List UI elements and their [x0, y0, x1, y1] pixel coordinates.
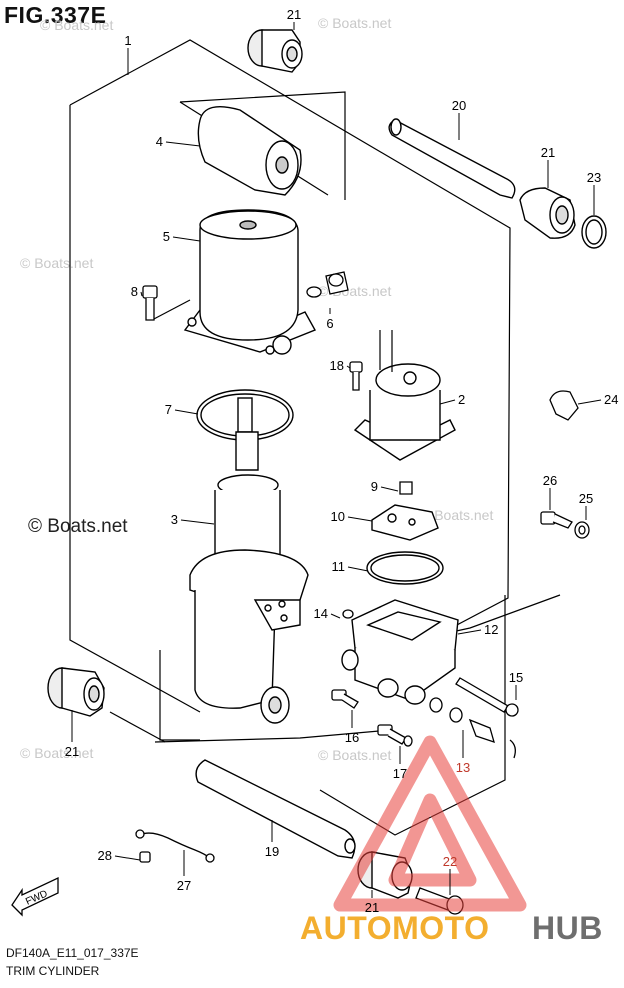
callout-leader-5 [172, 236, 201, 242]
callout-number-24: 24 [604, 392, 618, 407]
bolt-16 [331, 689, 359, 709]
callout-leader-11 [347, 566, 369, 572]
valve-body-12 [341, 599, 459, 705]
screw-28 [139, 851, 151, 863]
bushing-21-top [247, 29, 303, 73]
callout-number-3: 3 [171, 512, 178, 527]
callout-number-8: 8 [131, 284, 138, 299]
watermark-copyright: © Boats.net [20, 255, 93, 271]
callout-leader-24 [577, 399, 602, 405]
callout-number-21: 21 [287, 7, 301, 22]
callout-number-11: 11 [332, 559, 346, 574]
brand-logo-text: AUTOMOTO [300, 910, 490, 946]
brand-triangle-logo-icon [333, 735, 527, 912]
callout-number-25: 25 [579, 491, 593, 506]
callout-leader-12 [457, 629, 482, 635]
clip-24 [549, 390, 579, 421]
watermark-copyright: © Boats.net [20, 745, 93, 761]
assembly-outline [151, 299, 191, 321]
bolt-8 [142, 285, 158, 321]
nut-25 [574, 521, 590, 539]
plug-6 [306, 271, 349, 298]
fwd-arrow-icon: FWD [11, 876, 59, 917]
brand-logo-text-suffix: HUB [532, 910, 603, 946]
trim-cylinder-3 [189, 397, 309, 724]
callout-number-16: 16 [345, 730, 359, 745]
callout-number-19: 19 [265, 844, 279, 859]
watermark-copyright: © Boats.net [40, 17, 113, 33]
callout-number-26: 26 [543, 473, 557, 488]
assembly-outline [154, 729, 391, 743]
valve-13 [429, 697, 516, 759]
callout-leader-4 [165, 141, 201, 147]
reservoir-5 [183, 209, 316, 355]
callout-number-22: 22 [443, 854, 457, 869]
callout-number-23: 23 [587, 170, 601, 185]
assembly-outline [109, 711, 166, 743]
assembly-outline [179, 91, 346, 200]
callout-number-20: 20 [452, 98, 466, 113]
callout-number-10: 10 [331, 509, 345, 524]
callout-number-18: 18 [330, 358, 344, 373]
assembly-outline [319, 700, 506, 836]
snap-ring-23 [581, 215, 607, 249]
callout-leader-10 [347, 516, 373, 522]
callout-number-21: 21 [365, 900, 379, 915]
bolt-18 [349, 361, 363, 391]
assembly-outline [69, 39, 511, 656]
callout-leader-7 [174, 409, 199, 415]
callout-leader-28 [114, 855, 141, 861]
pump-plate-10 [371, 504, 439, 541]
trim-motor-2 [353, 330, 456, 461]
callout-number-21: 21 [65, 744, 79, 759]
bolt-26 [540, 511, 573, 529]
callout-number-2: 2 [458, 392, 465, 407]
o-ring-14 [342, 609, 354, 619]
figure-name: TRIM CYLINDER [6, 964, 100, 978]
figure-code: DF140A_E11_017_337E [6, 946, 139, 960]
watermark-copyright: © Boats.net [420, 507, 493, 523]
ground-wire-27 [135, 829, 215, 863]
watermark-copyright: © Boats.net [318, 747, 391, 763]
callout-leader-9 [380, 486, 399, 492]
callout-leader-18 [346, 365, 351, 369]
assembly-outline [69, 105, 201, 713]
callout-number-15: 15 [509, 670, 523, 685]
watermark-copyright-large: © Boats.net [28, 516, 128, 537]
watermark-copyright: © Boats.net [318, 15, 391, 31]
shaft-20 [388, 118, 516, 199]
fwd-label: FWD [24, 888, 49, 907]
bushing-21-right [519, 187, 576, 239]
shaft-19 [195, 759, 356, 859]
callout-number-12: 12 [484, 622, 498, 637]
callout-number-28: 28 [98, 848, 112, 863]
callout-leader-14 [330, 613, 341, 619]
callout-leader-3 [180, 519, 215, 525]
callout-number-14: 14 [314, 606, 328, 621]
callout-number-17: 17 [393, 766, 407, 781]
callout-number-13: 13 [456, 760, 470, 775]
callout-number-1: 1 [124, 33, 131, 48]
callout-number-27: 27 [177, 878, 191, 893]
callout-number-21: 21 [541, 145, 555, 160]
callout-number-7: 7 [165, 402, 172, 417]
valve-9 [399, 481, 413, 495]
callout-number-9: 9 [371, 479, 378, 494]
callout-number-4: 4 [156, 134, 163, 149]
callout-leader-8 [140, 291, 143, 297]
bushing-21-left [47, 667, 105, 717]
bolt-15 [455, 677, 519, 717]
o-ring-11 [366, 551, 444, 585]
callout-leader-2 [439, 399, 456, 405]
callout-number-6: 6 [326, 316, 333, 331]
bolt-17 [377, 724, 413, 747]
assembly-outline [159, 650, 200, 741]
figure-title: FIG.337E [4, 2, 107, 28]
callout-number-5: 5 [163, 229, 170, 244]
cylinder-cap-4 [197, 106, 302, 196]
